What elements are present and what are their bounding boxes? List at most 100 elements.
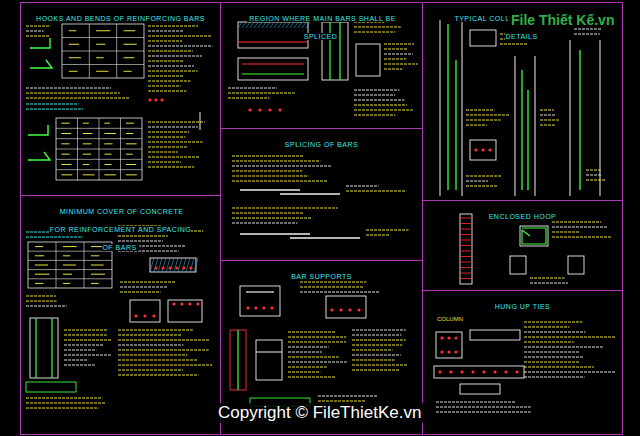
- note-text-line: [366, 234, 389, 235]
- detail-panel: HUNG UP TIES: [422, 290, 623, 435]
- note-text-line: [64, 364, 95, 365]
- bar-section: [357, 308, 360, 311]
- note-text-line: [524, 366, 594, 367]
- rebar-line: [246, 291, 274, 292]
- detail-panel: ENCLOSED HOOP: [422, 200, 623, 291]
- table-cell-mark: [104, 164, 111, 165]
- note-text-line: [466, 185, 498, 186]
- note-text-line: [148, 75, 183, 76]
- note-text-line: [288, 366, 327, 367]
- note-text-line: [436, 411, 531, 412]
- watermark: Copyright © FileThietKe.vn: [215, 403, 424, 423]
- note-text-line: [524, 356, 583, 357]
- bar-section: [168, 266, 171, 269]
- note-text-line: [26, 92, 120, 93]
- rebar-line: [262, 22, 266, 28]
- note-text-line: [148, 25, 198, 26]
- note-text-line: [118, 374, 198, 375]
- bar-section: [248, 108, 251, 111]
- note-text-line: [148, 156, 199, 157]
- table-cell-mark: [83, 174, 95, 175]
- note-text-line: [118, 369, 183, 370]
- bar-section: [339, 308, 342, 311]
- panel-title: ENCLOSED HOOP: [487, 213, 559, 220]
- note-text-line: [64, 339, 112, 340]
- bar-section: [160, 98, 163, 101]
- note-text-line: [118, 364, 212, 365]
- rebar-line: [238, 41, 308, 42]
- note-text-line: [318, 395, 378, 396]
- bar-section: [438, 370, 441, 373]
- rebar-line: [182, 258, 186, 272]
- note-text-line: [300, 281, 366, 282]
- note-text-line: [346, 185, 379, 186]
- note-text-line: [148, 136, 186, 137]
- table-cell-mark: [124, 30, 136, 31]
- table-rule: [28, 251, 112, 252]
- rebar-line: [460, 223, 472, 224]
- note-text-line: [118, 235, 168, 236]
- note-text-line: [148, 50, 193, 51]
- table-cell-mark: [35, 255, 44, 256]
- rebar-line: [240, 233, 310, 234]
- note-text-line: [524, 331, 585, 332]
- rebar-line: [570, 40, 571, 196]
- note-text-line: [120, 281, 175, 282]
- note-text-line: [574, 33, 600, 34]
- note-text-line: [228, 87, 277, 88]
- rebar-line: [290, 237, 360, 238]
- bar-section: [471, 370, 474, 373]
- rebar-line: [186, 258, 190, 272]
- rebar-line: [522, 228, 546, 244]
- rebar-line: [238, 22, 242, 28]
- note-text-line: [26, 300, 57, 301]
- detail-panel: REGION WHERE MAIN BARS SHALL BE SPLICED: [220, 2, 423, 129]
- note-text-line: [384, 68, 402, 69]
- concrete-outline: [30, 318, 58, 378]
- rebar-line: [174, 258, 178, 272]
- note-text-line: [26, 35, 50, 36]
- table-cell-mark: [124, 44, 137, 45]
- note-text-line: [118, 329, 193, 330]
- panel-title: SPLICING OF BARS: [283, 141, 360, 148]
- rebar-line: [150, 258, 154, 272]
- concrete-outline: [256, 340, 282, 380]
- rebar-line: [28, 125, 48, 135]
- table-cell-mark: [63, 246, 77, 247]
- note-text-line: [26, 295, 56, 296]
- bar-section: [454, 336, 457, 339]
- note-text-line: [530, 282, 568, 283]
- note-text-line: [118, 334, 181, 335]
- note-text-line: [524, 326, 570, 327]
- note-text-line: [232, 217, 312, 218]
- note-text-line: [384, 43, 414, 44]
- rebar-line: [237, 330, 238, 390]
- table-rule: [84, 242, 85, 288]
- note-text-line: [288, 346, 329, 347]
- table-cell-mark: [35, 283, 43, 284]
- rebar-line: [329, 22, 330, 80]
- note-text-line: [148, 131, 189, 132]
- panel-title: REGION WHERE MAIN BARS SHALL BE SPLICED: [247, 15, 396, 40]
- note-text-line: [288, 331, 336, 332]
- table-cell-mark: [35, 265, 48, 266]
- note-text-line: [232, 155, 303, 156]
- bar-section: [172, 302, 175, 305]
- concrete-outline: [356, 44, 380, 76]
- bar-section: [481, 148, 484, 151]
- note-text-line: [524, 361, 580, 362]
- note-text-line: [148, 35, 212, 36]
- rebar-line: [51, 318, 52, 378]
- note-text-line: [354, 31, 395, 32]
- rebar-line: [166, 258, 170, 272]
- note-text-line: [540, 124, 555, 125]
- table-rule: [77, 118, 78, 180]
- rebar-line: [455, 60, 456, 190]
- table-cell-mark: [63, 255, 70, 256]
- note-text-line: [384, 53, 413, 54]
- note-text-line: [118, 359, 197, 360]
- table-frame: [56, 118, 142, 180]
- bar-section: [493, 370, 496, 373]
- note-text-line: [524, 346, 603, 347]
- bar-section: [180, 302, 183, 305]
